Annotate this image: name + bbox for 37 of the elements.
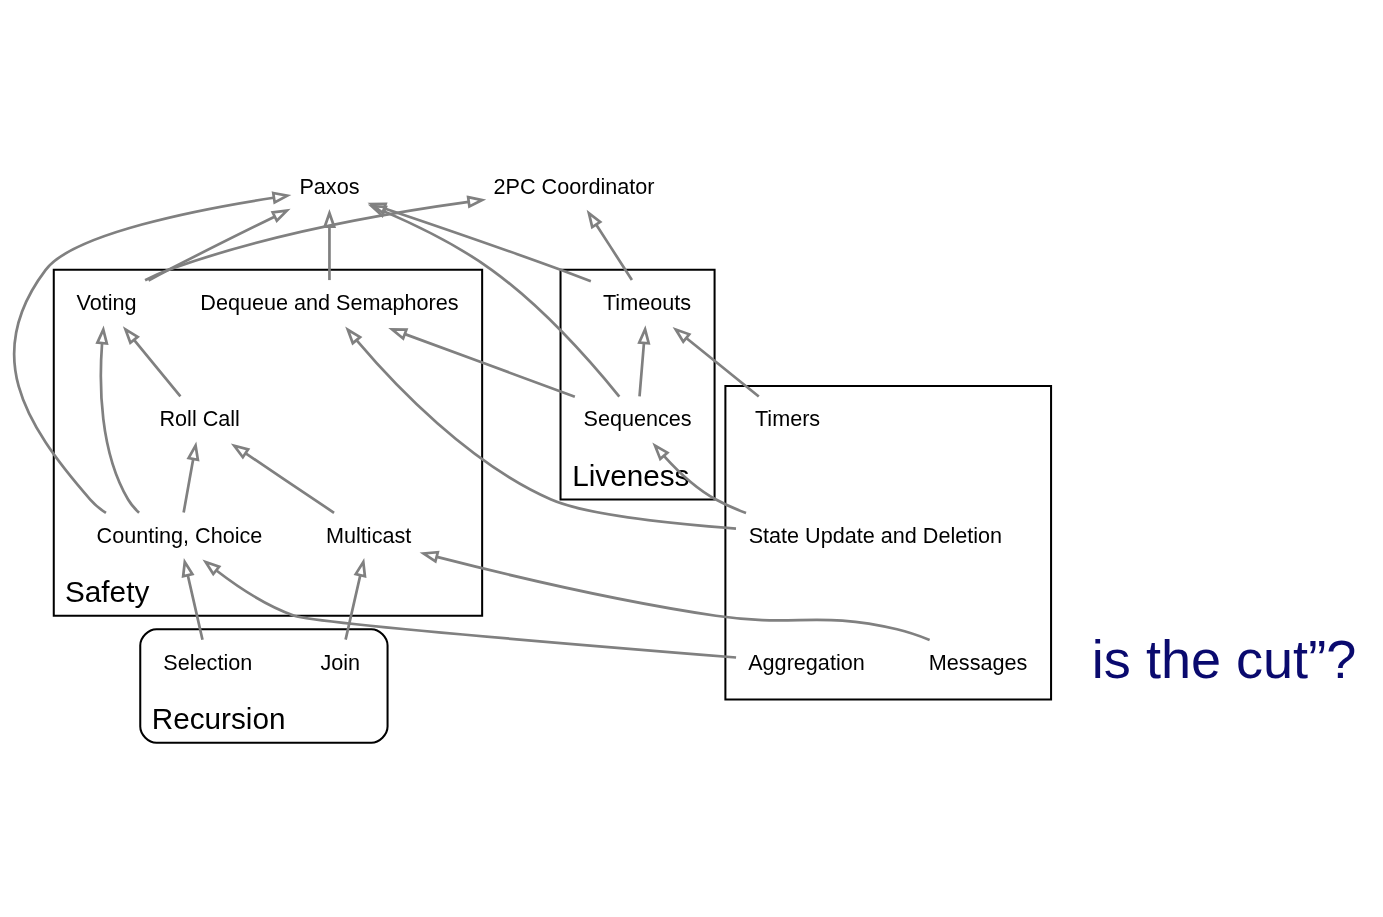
arrow (322, 208, 337, 280)
arrow (672, 326, 760, 398)
node-text: Dequeue and Semaphores (200, 289, 459, 315)
node-text: Timers (754, 405, 821, 431)
arrow (367, 201, 592, 283)
node-text: Aggregation (748, 649, 865, 675)
arrow (388, 327, 576, 398)
arrow (182, 441, 200, 513)
node-text: Paxos (299, 173, 360, 199)
arrow (95, 325, 141, 514)
arrow (652, 441, 747, 514)
node-text: 2PC Coordinator (493, 173, 655, 199)
label: is the cut”? (1091, 628, 1357, 689)
node-text: Voting (76, 289, 137, 315)
arrow (147, 208, 291, 282)
node-text: Timeouts (602, 289, 692, 315)
node-text: Messages (928, 649, 1028, 675)
node-text: State Update and Deletion (748, 522, 1003, 548)
arrow (637, 324, 651, 396)
arrow (230, 442, 335, 514)
node-text: Sequences (583, 405, 692, 431)
arrow (144, 194, 487, 281)
arrow (344, 557, 367, 640)
cluster (724, 384, 1053, 701)
node-text: Join (320, 649, 361, 675)
arrow (122, 325, 182, 397)
arrow (202, 558, 737, 659)
arrow (181, 557, 204, 640)
arrow (419, 550, 931, 641)
arrow (586, 209, 634, 281)
node-text: Multicast (326, 522, 412, 548)
arrow (345, 326, 737, 530)
node-text: Counting, Choice (96, 522, 263, 548)
arrow (12, 190, 292, 514)
arrow (367, 204, 621, 397)
node-text: Selection (163, 649, 253, 675)
node-text: Roll Call (159, 405, 240, 431)
